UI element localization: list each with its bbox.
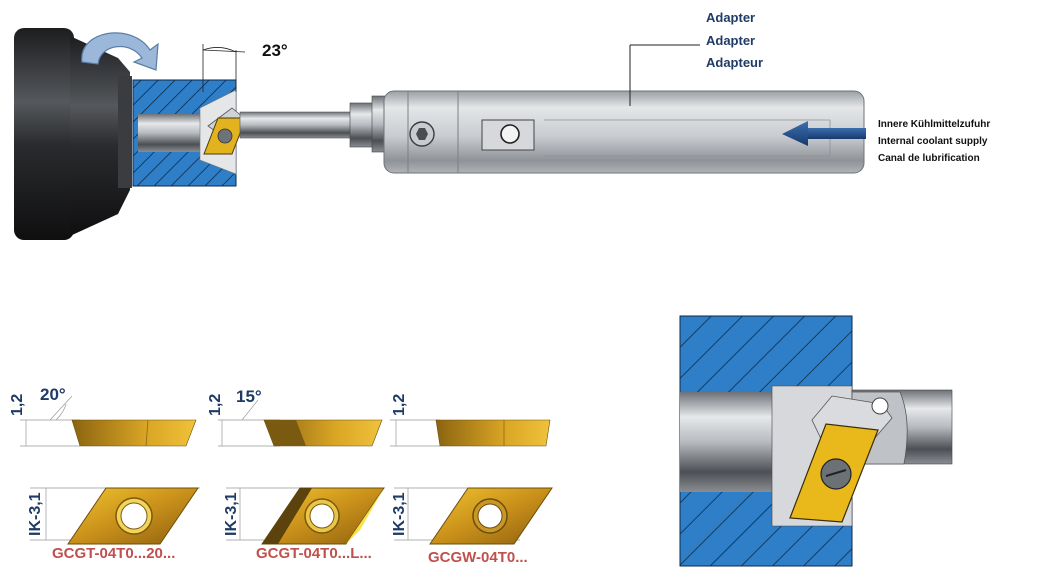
insert-3-ik: IK-3,1 bbox=[391, 492, 408, 536]
insert-1-code: GCGT-04T0...20... bbox=[52, 545, 175, 562]
angle-23-label: 23° bbox=[262, 41, 288, 60]
adapter-label-de: Adapter bbox=[706, 10, 755, 25]
insert-3-side-view bbox=[390, 419, 551, 447]
adapter-leader bbox=[629, 44, 700, 106]
insert-1-ik: IK-3,1 bbox=[27, 492, 44, 536]
insert-2-top-view bbox=[226, 487, 385, 545]
coolant-label-de: Innere Kühlmittelzufuhr bbox=[878, 119, 990, 130]
boring-bar bbox=[239, 111, 353, 139]
insert-2-side-view bbox=[218, 399, 383, 447]
adapter-label-en: Adapter bbox=[706, 33, 755, 48]
insert-3-thickness: 1,2 bbox=[391, 394, 408, 416]
detail-view bbox=[679, 315, 953, 567]
top-assembly: 23° bbox=[14, 10, 990, 240]
insert-1-top-view bbox=[30, 487, 200, 545]
coolant-label-fr: Canal de lubrification bbox=[878, 153, 980, 164]
insert-variant-2: 1,2 15° IK-3,1 GCGT-04T0...L... bbox=[207, 387, 385, 562]
coolant-flow-arrow-icon bbox=[782, 121, 866, 146]
insert-2-ik: IK-3,1 bbox=[223, 492, 240, 536]
machine-chuck bbox=[14, 28, 132, 240]
rotation-arrow-icon bbox=[81, 32, 159, 71]
insert-1-thickness: 1,2 bbox=[9, 394, 26, 416]
insert-variant-3: 1,2 IK-3,1 GCGW-04T0... bbox=[390, 394, 553, 566]
insert-1-side-view bbox=[20, 395, 197, 447]
insert-2-angle: 15° bbox=[236, 387, 262, 406]
adapter-body bbox=[383, 90, 865, 174]
bar-collar bbox=[349, 102, 377, 148]
coolant-label-en: Internal coolant supply bbox=[878, 136, 988, 147]
insert-3-code: GCGW-04T0... bbox=[428, 549, 528, 566]
adapter-label-fr: Adapteur bbox=[706, 55, 763, 70]
insert-2-code: GCGT-04T0...L... bbox=[256, 545, 372, 562]
insert-2-thickness: 1,2 bbox=[207, 394, 224, 416]
insert-3-top-view bbox=[394, 487, 553, 545]
insert-variant-1: 1,2 20° IK-3,1 GCGT-04T0...20... bbox=[9, 385, 200, 562]
insert-1-angle: 20° bbox=[40, 385, 66, 404]
angle-23-indicator bbox=[202, 44, 246, 92]
insert-in-bore bbox=[203, 107, 247, 155]
